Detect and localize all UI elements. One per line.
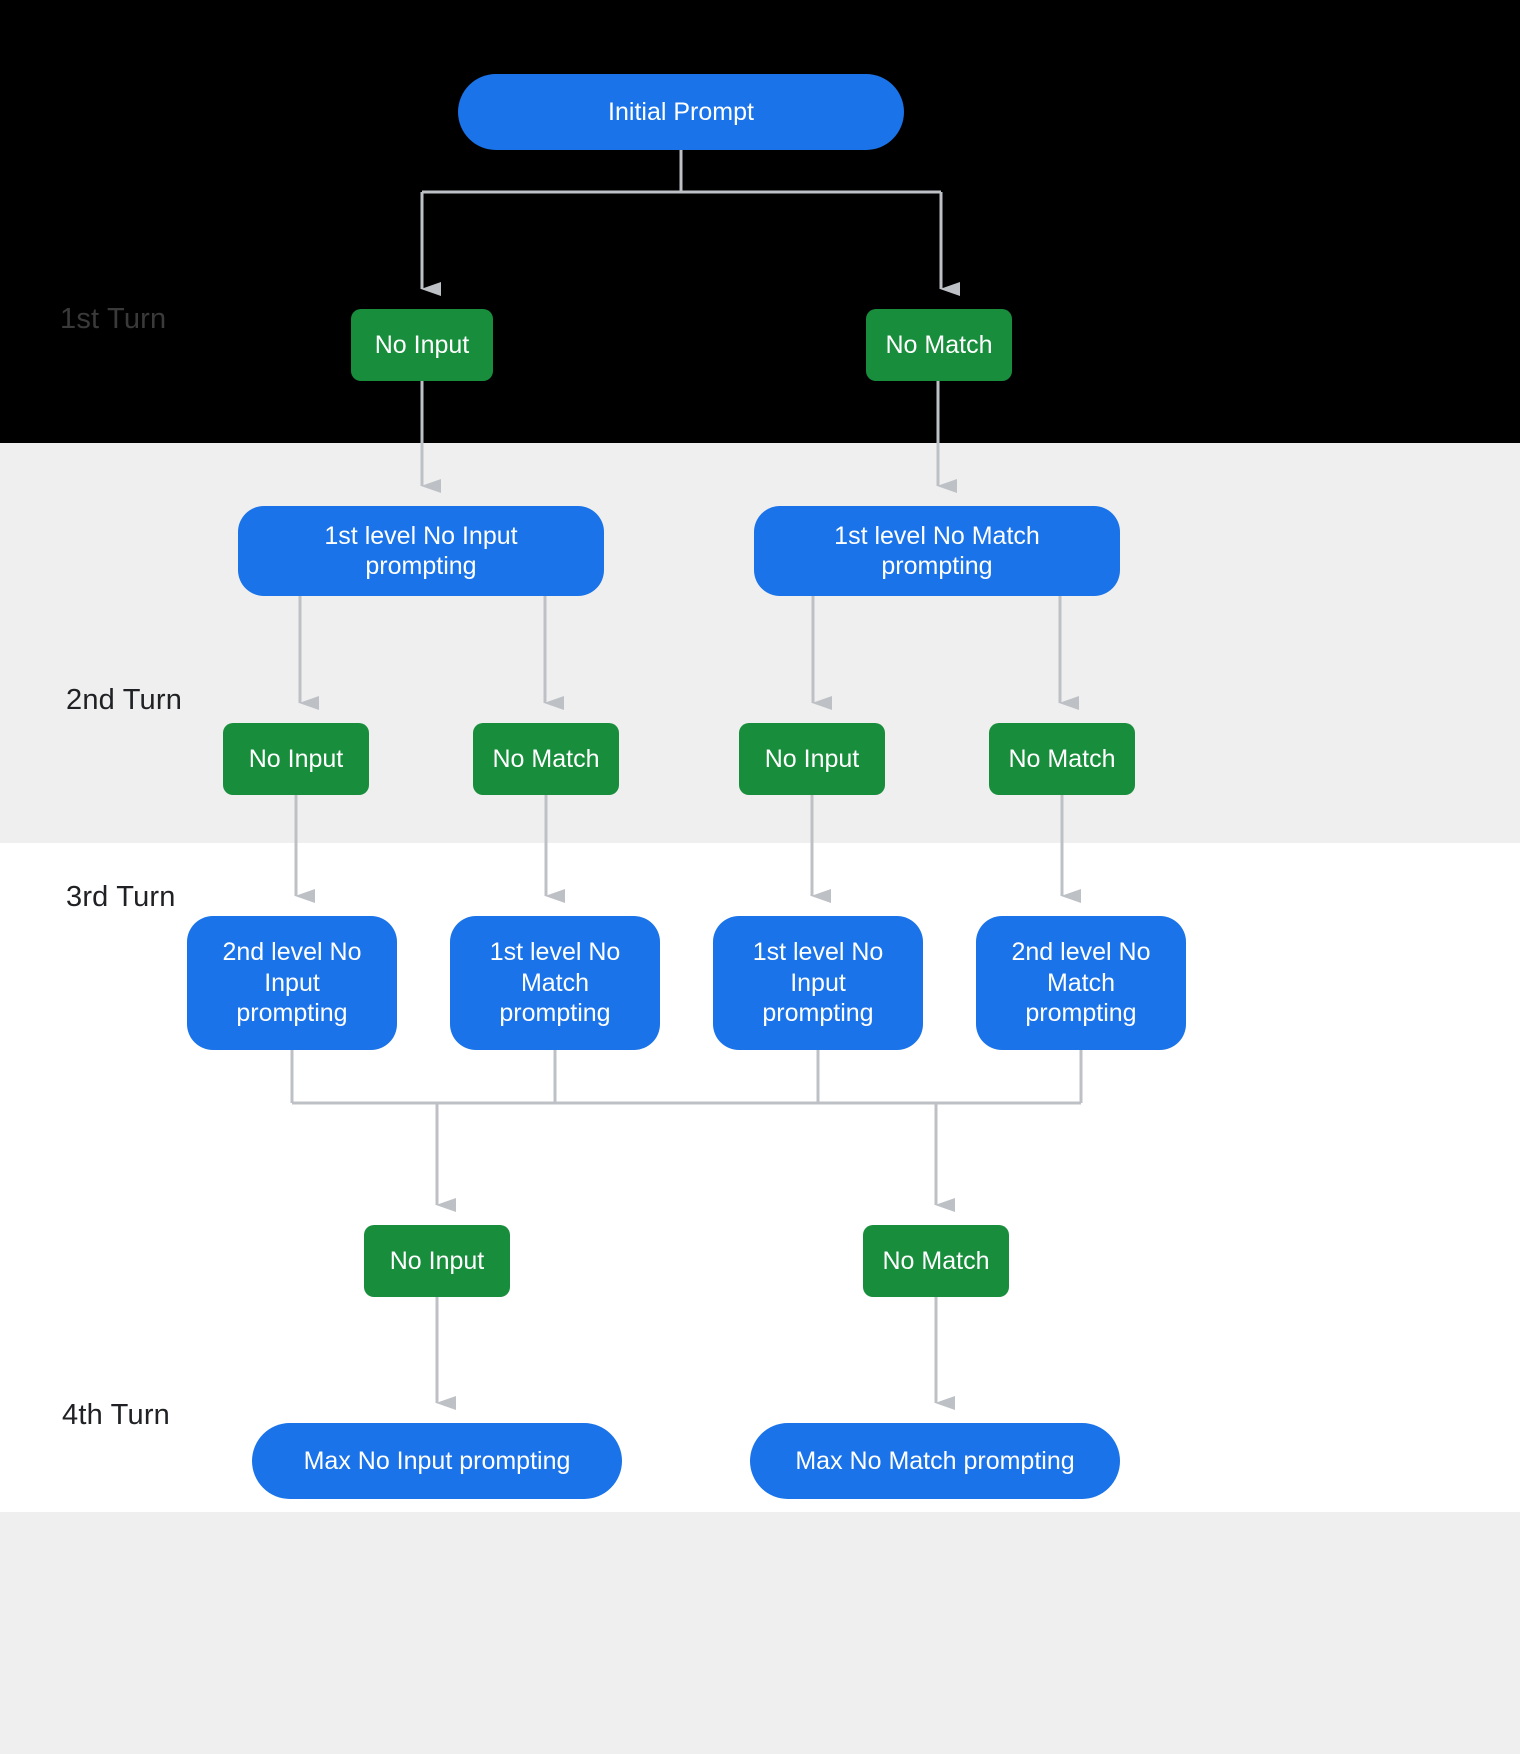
turn-label-3rd-turn: 3rd Turn [66,881,176,913]
node-2nd-turn-no-match-right[interactable]: No Match [989,723,1135,795]
node-initial-prompt[interactable]: Initial Prompt [458,74,904,150]
node-1st-turn-no-match[interactable]: No Match [866,309,1012,381]
node-3rd-turn-no-input[interactable]: No Input [364,1225,510,1297]
node-2nd-turn-no-input-right[interactable]: No Input [739,723,885,795]
node-1st-turn-no-input[interactable]: No Input [351,309,493,381]
band-4th-turn [0,1512,1520,1754]
turn-label-2nd-turn: 2nd Turn [66,684,183,716]
turn-label-1st-turn: 1st Turn [60,303,167,335]
node-3rd-turn-no-match[interactable]: No Match [863,1225,1009,1297]
node-max-no-input-prompting[interactable]: Max No Input prompting [252,1423,622,1499]
band-1st-turn [0,0,1520,443]
node-max-no-match-prompting[interactable]: Max No Match prompting [750,1423,1120,1499]
node-2nd-turn-no-input-left[interactable]: No Input [223,723,369,795]
node-2nd-turn-no-match-left[interactable]: No Match [473,723,619,795]
turn-label-4th-turn: 4th Turn [62,1399,170,1431]
